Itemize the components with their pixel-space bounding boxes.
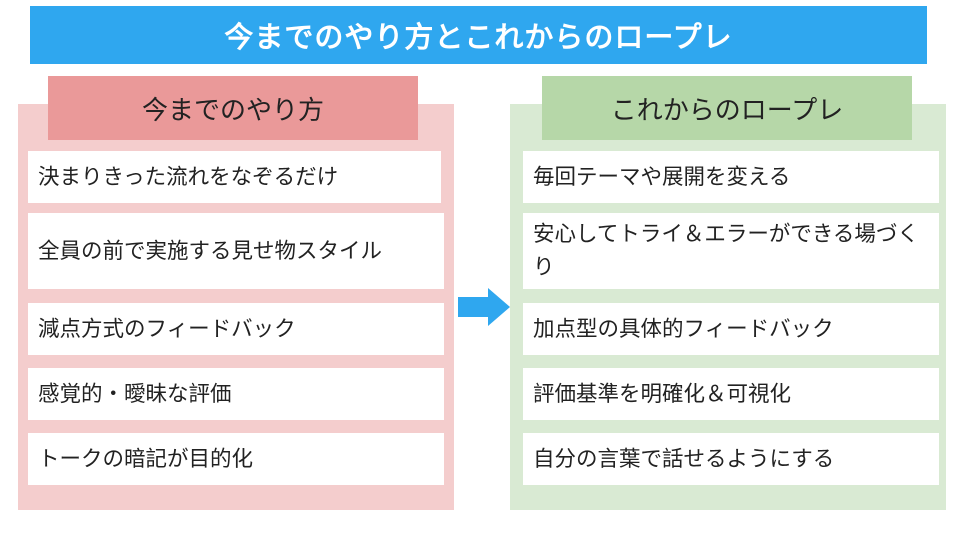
right-arrow-icon: [458, 288, 510, 326]
right-panel-header: これからのロープレ: [542, 76, 912, 140]
left-list-item: トークの暗記が目的化: [28, 433, 444, 485]
slide-title: 今までのやり方とこれからのロープレ: [30, 6, 927, 64]
right-list-item: 評価基準を明確化＆可視化: [523, 368, 939, 420]
left-list-item: 減点方式のフィードバック: [28, 303, 444, 355]
left-list-item: 感覚的・曖昧な評価: [28, 368, 444, 420]
right-list-item: 安心してトライ＆エラーができる場づくり: [523, 213, 939, 289]
right-list-item: 毎回テーマや展開を変える: [523, 151, 939, 203]
right-list-item: 自分の言葉で話せるようにする: [523, 433, 939, 485]
right-list-item: 加点型の具体的フィードバック: [523, 303, 939, 355]
left-list-item: 全員の前で実施する見せ物スタイル: [28, 213, 444, 289]
left-panel-header: 今までのやり方: [48, 76, 418, 140]
left-list-item: 決まりきった流れをなぞるだけ: [28, 151, 441, 203]
